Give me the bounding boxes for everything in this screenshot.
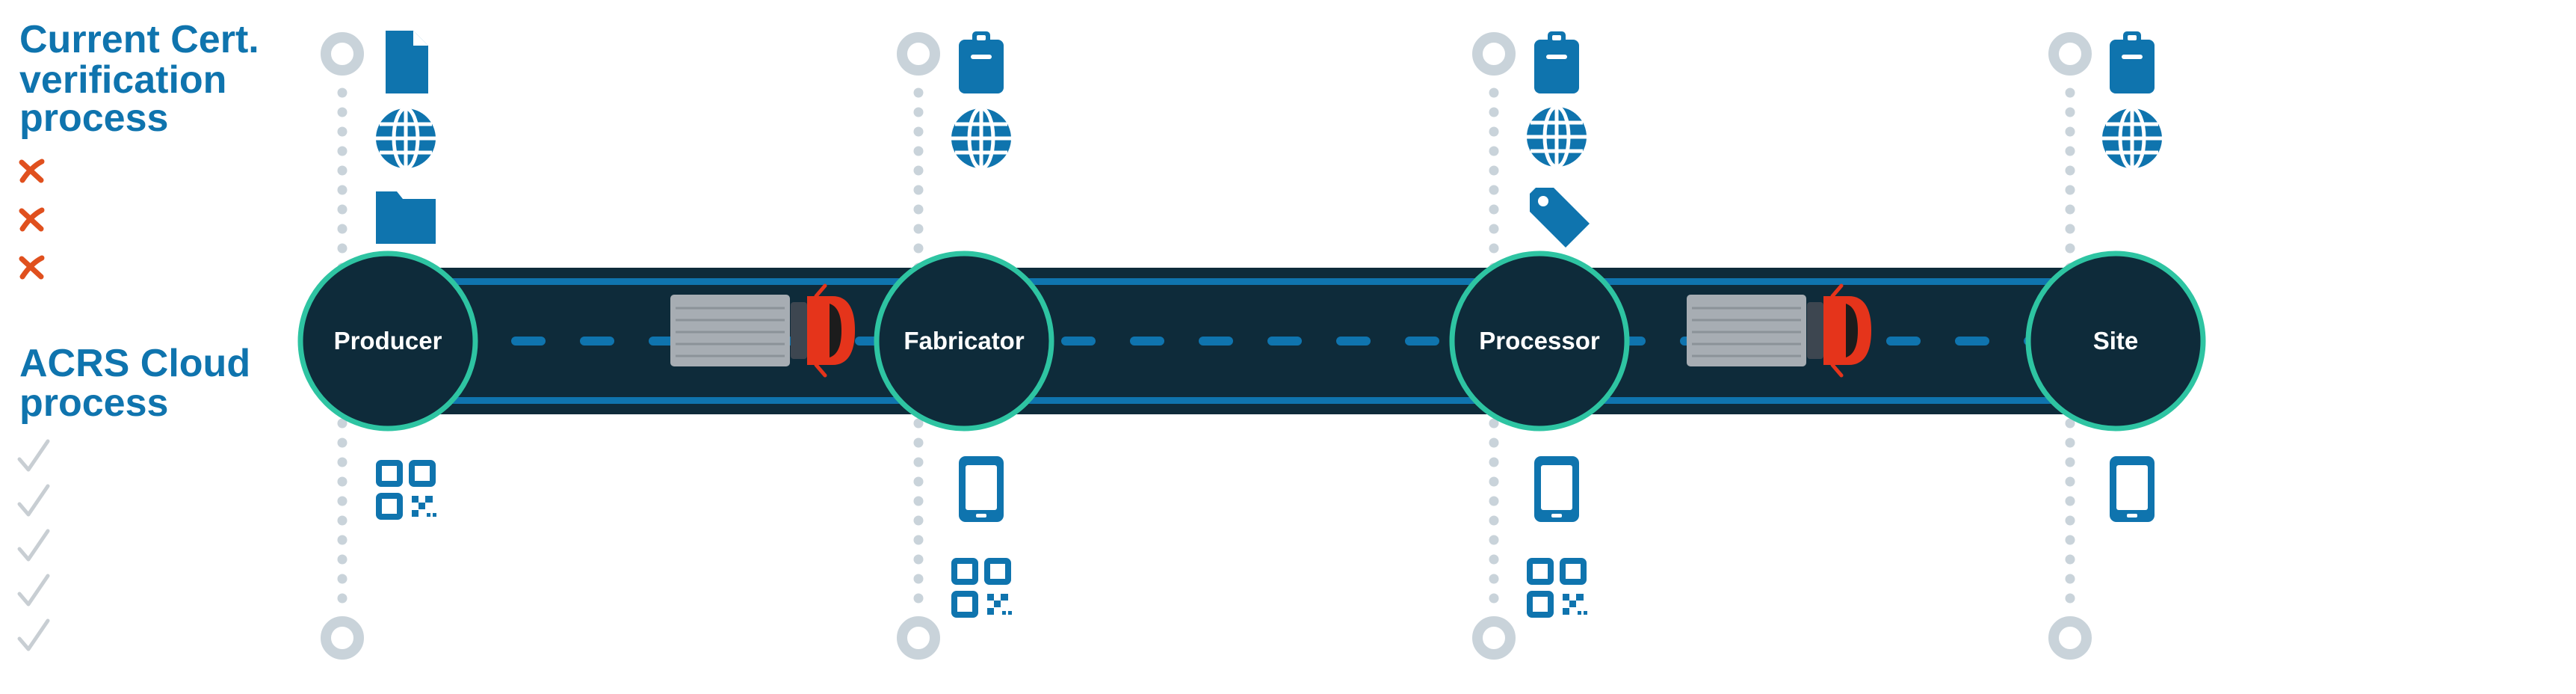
current-markers	[22, 162, 42, 277]
folder-icon	[376, 191, 436, 244]
truck-icon	[1687, 286, 1871, 375]
mobile-phone-icon	[1534, 456, 1579, 522]
site-top-icons	[2102, 31, 2162, 168]
stage-node-processor: Processor	[1449, 251, 1630, 432]
fabricator-top-icons	[951, 31, 1011, 168]
tag-icon	[1530, 188, 1590, 248]
timeline-fabricator	[897, 32, 940, 660]
stage-label-processor: Processor	[1479, 327, 1600, 354]
producer-bottom-icons	[379, 463, 436, 517]
qr-code-icon	[1530, 561, 1587, 615]
current-heading-line-3: process	[19, 96, 168, 140]
globe-icon	[2102, 108, 2162, 168]
cross-icon	[22, 162, 42, 180]
truck-icon	[670, 286, 855, 375]
cross-icon	[22, 210, 42, 229]
acrs-heading-line-1: ACRS Cloud	[19, 342, 250, 385]
cross-icon	[22, 258, 42, 277]
timelines	[321, 32, 2092, 660]
check-icon	[19, 531, 48, 559]
document-icon	[386, 31, 428, 93]
acrs-markers	[19, 441, 48, 649]
globe-icon	[951, 108, 1011, 168]
timeline-site	[2048, 32, 2092, 660]
current-heading-line-2: verification	[19, 58, 226, 102]
mobile-phone-icon	[2110, 456, 2155, 522]
processor-top-icons	[1527, 31, 1590, 248]
check-icon	[19, 486, 48, 515]
stage-node-producer: Producer	[297, 251, 478, 432]
site-bottom-icons	[2110, 456, 2155, 522]
timeline-processor	[1472, 32, 1516, 660]
check-icon	[19, 621, 48, 649]
stage-node-site: Site	[2025, 251, 2206, 432]
current-process-heading: Current Cert. verification process	[19, 18, 259, 140]
qr-code-icon	[954, 561, 1012, 615]
globe-icon	[1527, 107, 1587, 167]
check-icon	[19, 576, 48, 604]
mobile-phone-icon	[959, 456, 1004, 522]
current-heading-line-1: Current Cert.	[19, 18, 259, 61]
acrs-process-heading: ACRS Cloud process	[19, 342, 250, 425]
check-icon	[19, 441, 48, 470]
timeline-producer	[321, 32, 364, 660]
clipboard-icon	[1534, 31, 1579, 93]
producer-top-icons	[376, 31, 436, 244]
stage-label-fabricator: Fabricator	[904, 327, 1025, 354]
qr-code-icon	[379, 463, 436, 517]
processor-bottom-icons	[1530, 456, 1587, 615]
acrs-heading-line-2: process	[19, 381, 168, 425]
clipboard-icon	[2110, 31, 2155, 93]
stage-label-site: Site	[2093, 327, 2139, 354]
clipboard-icon	[959, 31, 1004, 93]
stage-node-fabricator: Fabricator	[874, 251, 1054, 432]
globe-icon	[376, 108, 436, 168]
stage-label-producer: Producer	[334, 327, 442, 354]
fabricator-bottom-icons	[954, 456, 1012, 615]
